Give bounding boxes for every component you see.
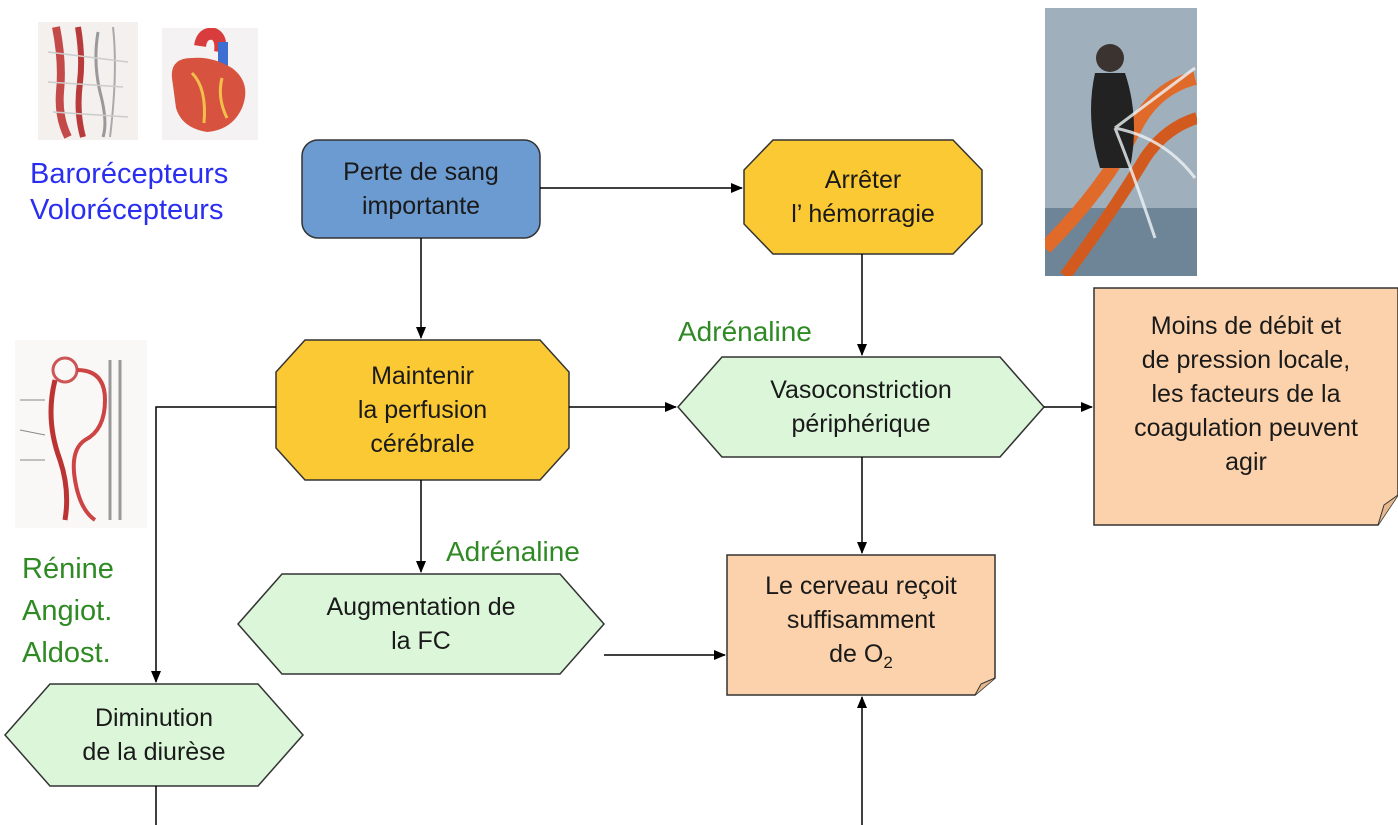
cerveau-line-3-main: de O <box>829 639 884 668</box>
moins-line-4: coagulation peuvent <box>1134 414 1358 442</box>
heart-illustration <box>162 27 258 140</box>
augmentation-line-1: Augmentation de <box>326 593 516 621</box>
moins-line-1: Moins de débit et <box>1150 312 1342 340</box>
maintenir-line-2: la perfusion <box>357 396 488 424</box>
arreter-box <box>743 139 983 255</box>
vaso-text: Vasoconstriction périphérique <box>700 357 1022 457</box>
augmentation-line-2: la FC <box>391 627 451 655</box>
arreter-line-1: Arrêter <box>824 166 902 194</box>
maintenir-line-3: cérébrale <box>370 430 475 458</box>
perte-line-1: Perte de sang <box>343 158 499 186</box>
kidney-nephron-illustration <box>15 340 147 528</box>
cerveau-subscript: 2 <box>883 652 893 672</box>
maintenir-text: Maintenir la perfusion cérébrale <box>276 340 569 480</box>
cerveau-line-2: suffisamment <box>786 605 936 634</box>
neck-vessels-illustration <box>38 22 138 140</box>
cerveau-line-3: de O2 <box>829 637 893 680</box>
moins-text: Moins de débit et de pression locale, le… <box>1094 288 1398 500</box>
voloreceptors-text: Volorécepteurs <box>30 194 224 226</box>
maintenir-box <box>275 339 570 481</box>
moins-line-5: agir <box>1225 448 1267 476</box>
arrow-maintenir-to-diminution <box>151 406 276 683</box>
receptors-label: Barorécepteurs Volorécepteurs <box>30 156 228 228</box>
hormones-label: Rénine Angiot. Aldost. <box>22 548 114 674</box>
diminution-line-2: de la diurèse <box>82 738 226 766</box>
moins-line-2: de pression locale, <box>1141 346 1351 374</box>
arreter-line-2: l’ hémorragie <box>791 200 935 228</box>
diminution-text: Diminution de la diurèse <box>27 684 281 786</box>
adrenaline-label-mid: Adrénaline <box>446 536 580 567</box>
perte-line-2: importante <box>361 192 481 220</box>
adrenaline-label-top: Adrénaline <box>678 316 812 347</box>
augmentation-hexagon <box>237 573 605 675</box>
moins-line-3: les facteurs de la <box>1151 380 1341 408</box>
vaso-line-2: périphérique <box>791 410 931 438</box>
cerveau-line-1: Le cerveau reçoit <box>765 571 957 600</box>
diminution-line-1: Diminution <box>94 704 214 732</box>
diminution-hexagon <box>3 683 305 787</box>
augmentation-text: Augmentation de la FC <box>260 574 582 674</box>
burst-pipe-photo <box>1040 8 1199 280</box>
vaso-line-1: Vasoconstriction <box>770 376 952 404</box>
angiotensine-text: Angiot. <box>22 595 113 627</box>
renine-text: Rénine <box>22 553 114 585</box>
cerveau-text: Le cerveau reçoit suffisamment de O2 <box>727 558 995 690</box>
aldosterone-text: Aldost. <box>22 637 111 669</box>
arreter-text: Arrêter l’ hémorragie <box>744 140 982 254</box>
maintenir-line-1: Maintenir <box>371 362 474 390</box>
perte-text: Perte de sang importante <box>302 140 540 238</box>
baroreceptors-text: Barorécepteurs <box>30 158 229 190</box>
